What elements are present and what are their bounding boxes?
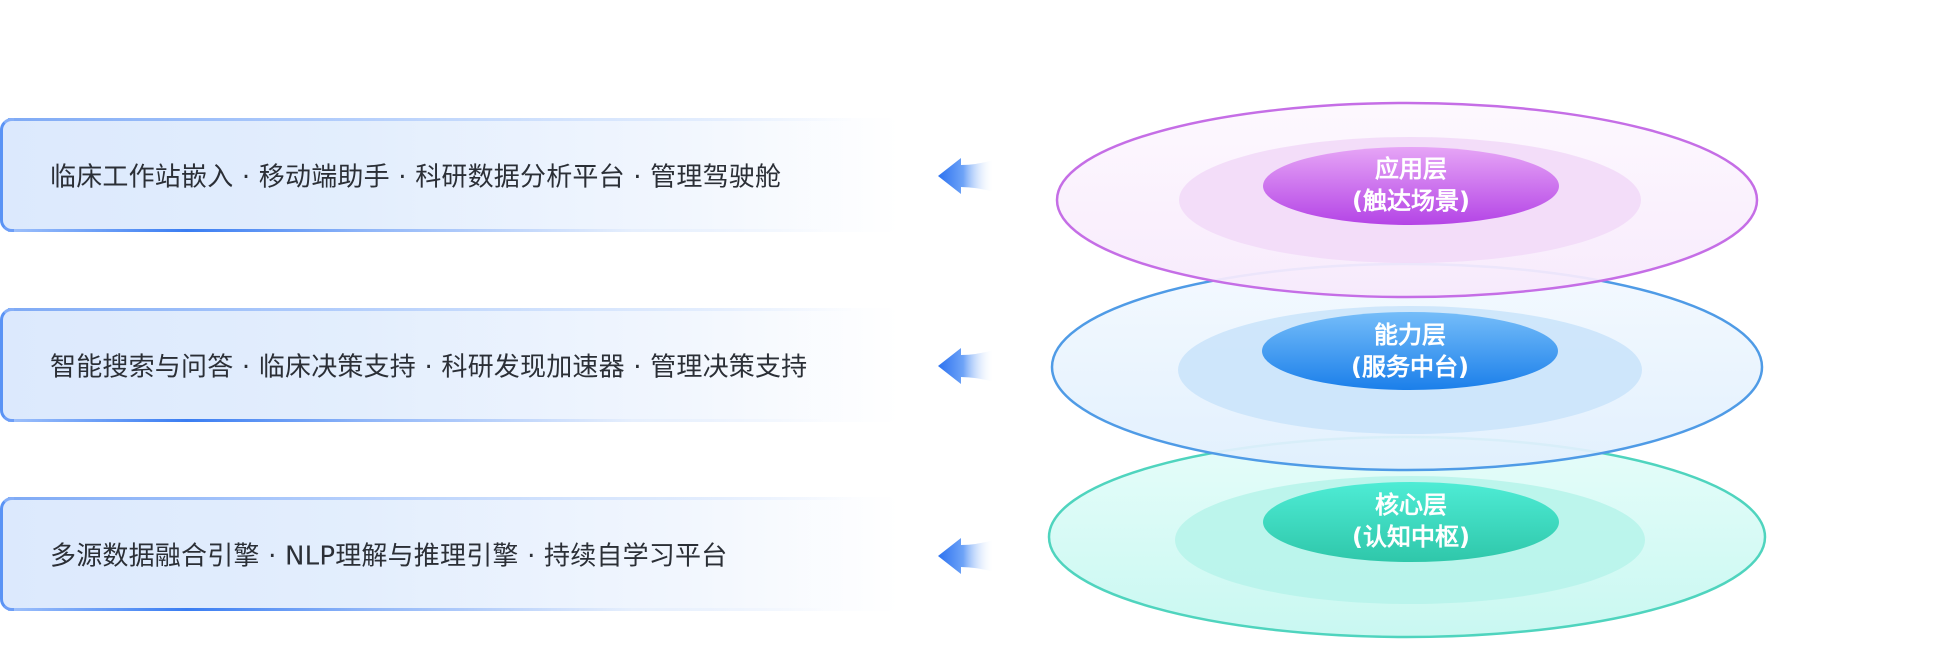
card-text: 多源数据融合引擎 · NLP理解与推理引擎 · 持续自学习平台 — [50, 541, 728, 572]
card-background — [0, 308, 900, 422]
arrow-left-icon — [938, 538, 994, 574]
layer-application: 应用层 (触达场景) — [1055, 101, 1759, 299]
layer-capability-subtitle: (服务中台) — [1351, 353, 1469, 381]
arrow-left-icon — [938, 158, 994, 194]
card-border-top — [8, 497, 900, 500]
card-border-bottom — [8, 608, 900, 611]
layer-capability: 能力层 (服务中台) — [1050, 262, 1764, 472]
layer-core: 核心层 (认知中枢) — [1047, 435, 1767, 639]
layer-application-pill — [1263, 147, 1559, 225]
card-border-left — [0, 118, 14, 232]
card-border-left — [0, 497, 14, 611]
layer-capability-title: 能力层 — [1374, 321, 1446, 349]
layer-application-subtitle: (触达场景) — [1352, 187, 1470, 215]
card-border-top — [8, 118, 900, 121]
layer-core-pill — [1263, 482, 1559, 562]
card-border-bottom — [8, 419, 900, 422]
card-border-top — [8, 308, 900, 311]
layer-core-subtitle: (认知中枢) — [1352, 523, 1470, 551]
layer-card-capability: 智能搜索与问答 · 临床决策支持 · 科研发现加速器 · 管理决策支持 — [0, 308, 900, 422]
card-border-bottom — [8, 229, 900, 232]
layer-capability-pill — [1262, 312, 1558, 390]
layer-card-core: 多源数据融合引擎 · NLP理解与推理引擎 · 持续自学习平台 — [0, 497, 900, 611]
card-text: 临床工作站嵌入 · 移动端助手 · 科研数据分析平台 · 管理驾驶舱 — [50, 162, 782, 193]
layer-application-title: 应用层 — [1375, 155, 1447, 183]
card-text: 智能搜索与问答 · 临床决策支持 · 科研发现加速器 · 管理决策支持 — [50, 352, 808, 383]
card-border-left — [0, 308, 14, 422]
layer-core-title: 核心层 — [1375, 491, 1447, 519]
arrow-left-icon — [938, 348, 994, 384]
card-background — [0, 118, 900, 232]
card-background — [0, 497, 900, 611]
layer-card-application: 临床工作站嵌入 · 移动端助手 · 科研数据分析平台 · 管理驾驶舱 — [0, 118, 900, 232]
